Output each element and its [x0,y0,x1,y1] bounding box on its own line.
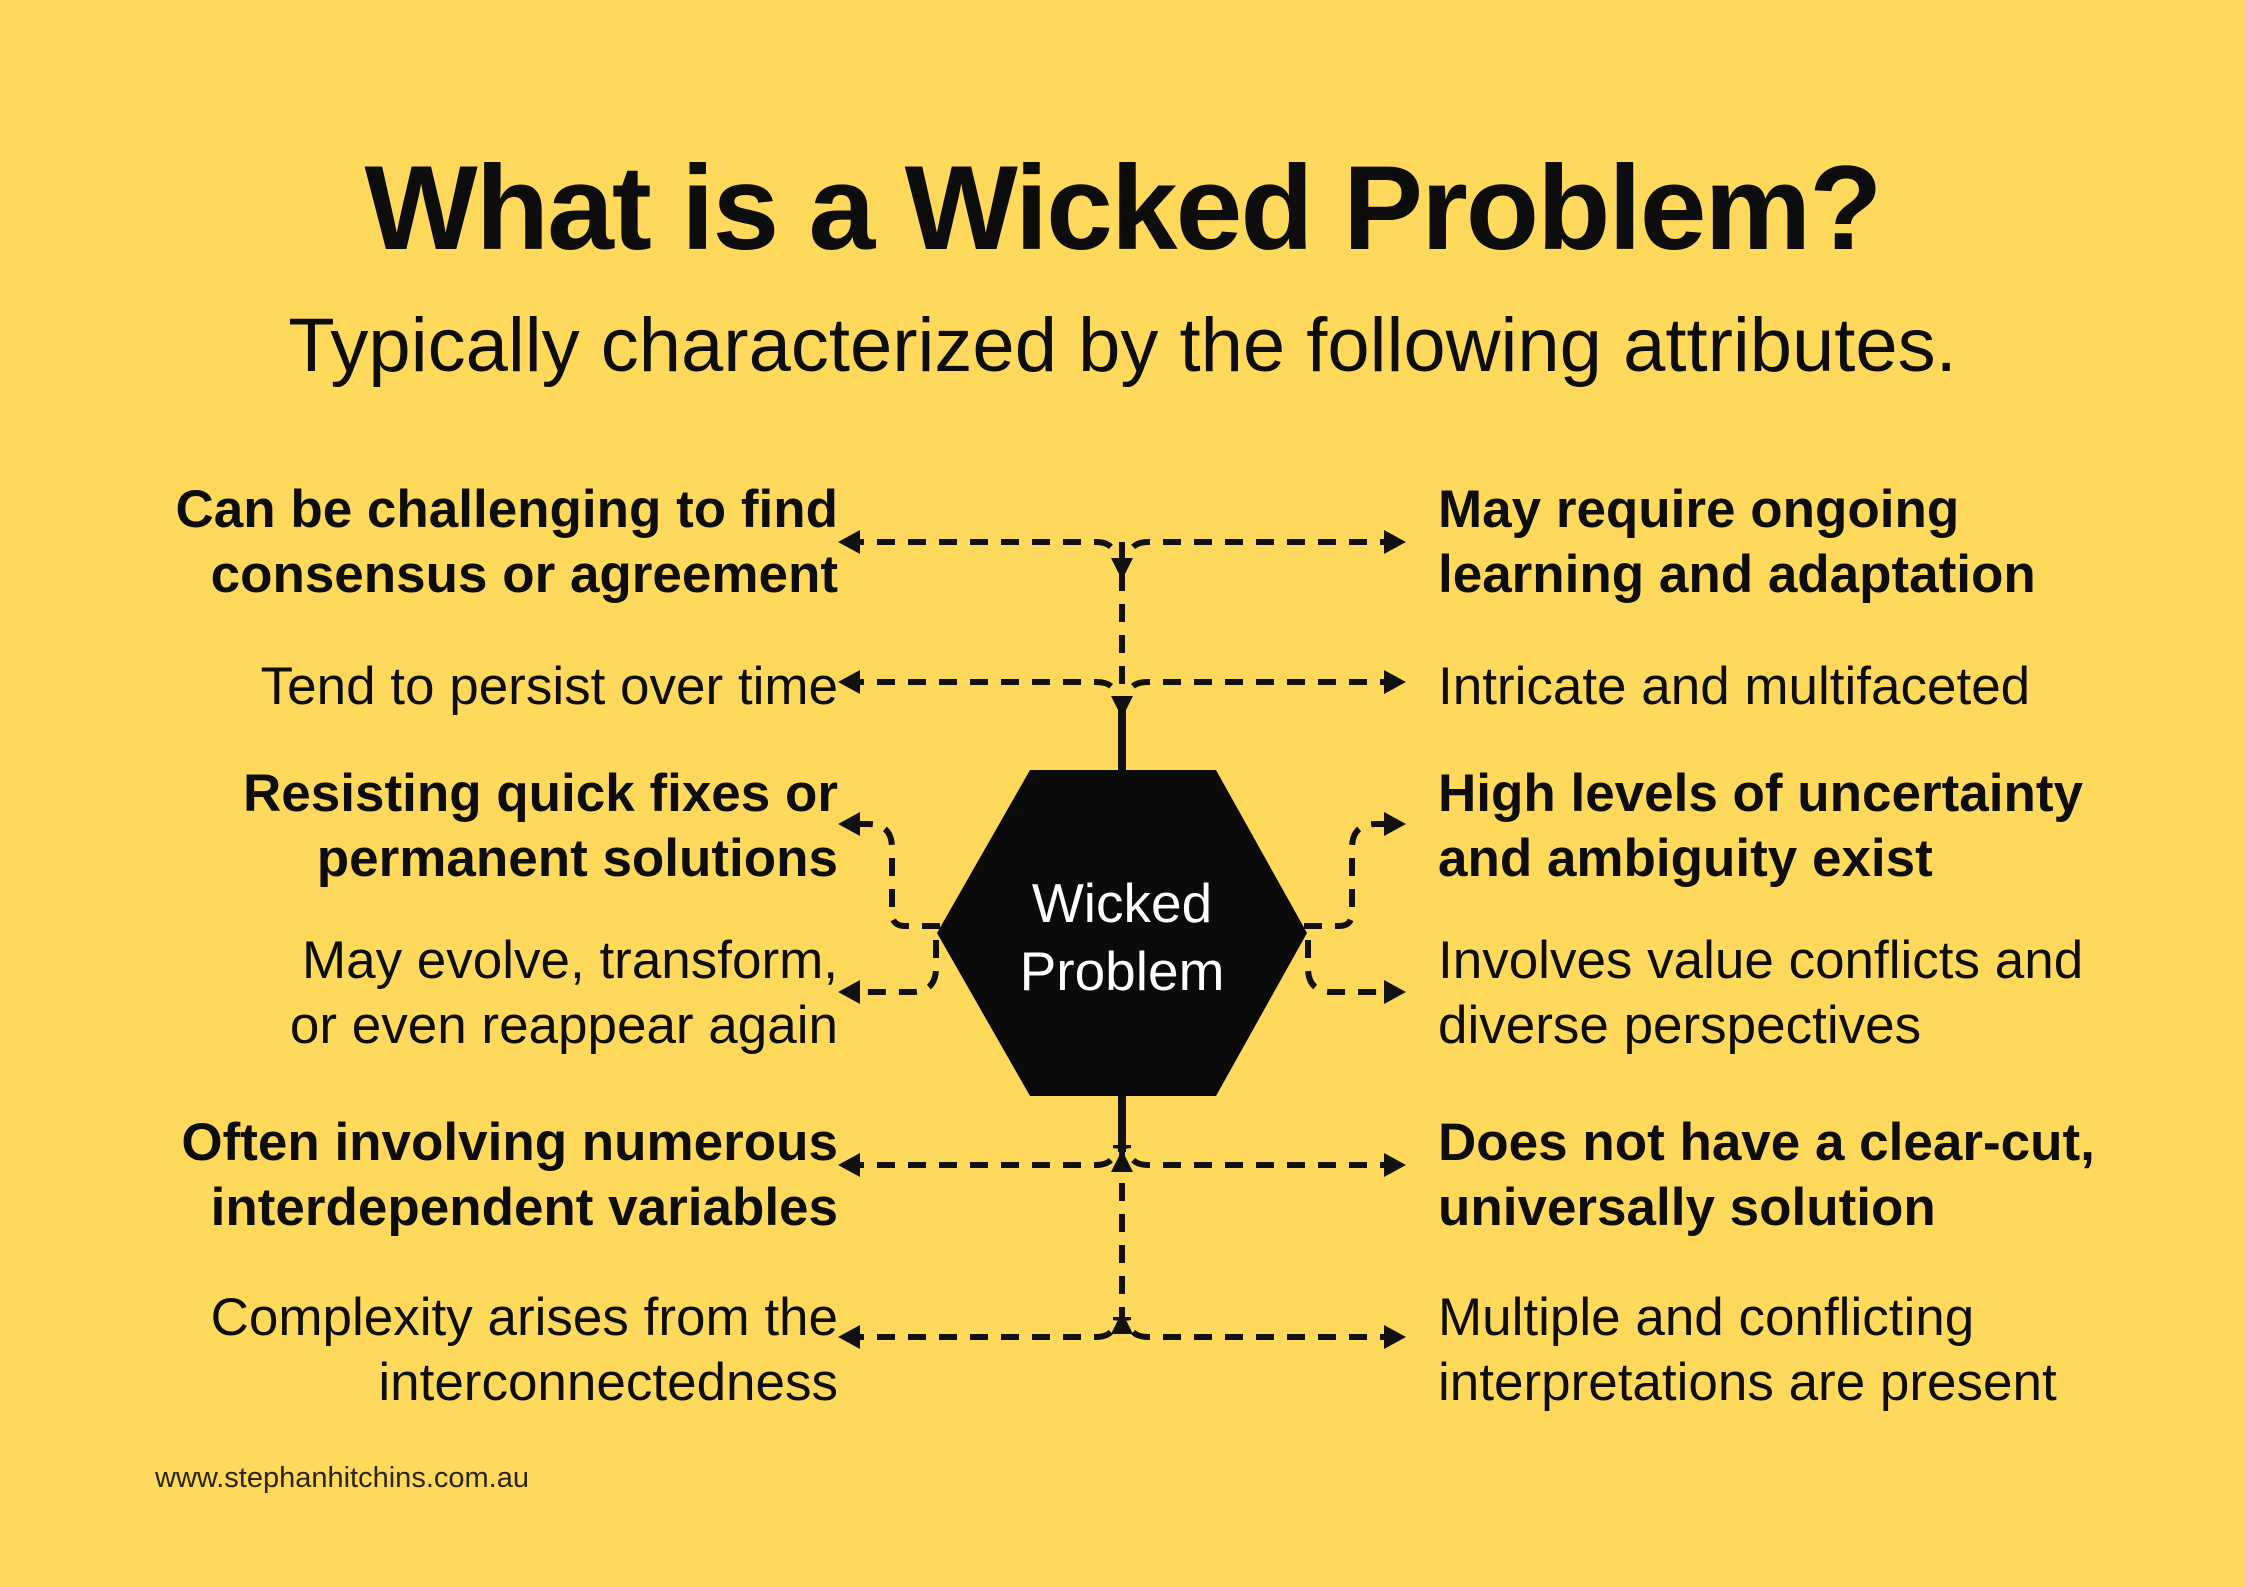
attribute-line: Tend to persist over time [260,657,838,716]
attribute-left-2: Tend to persist over time [130,654,838,719]
page-title: What is a Wicked Problem? [364,141,1883,275]
attribute-line: Resisting quick fixes or [243,764,838,823]
attribute-line: Complexity arises from the [210,1288,838,1347]
branch-row2-left [846,679,1119,699]
branch-row5-left [846,1144,1119,1168]
attribute-line: May evolve, transform, [301,931,838,990]
attribute-line: and ambiguity exist [1438,829,1933,888]
attribute-line: Intricate and multifaceted [1438,657,2031,716]
hexagon-label-line1: Wicked [1032,872,1212,934]
attribute-line: Multiple and conflicting [1438,1288,1975,1347]
attribute-line: universally solution [1438,1178,1936,1237]
attribute-line: High levels of uncertainty [1438,764,2083,823]
branch-row3-left [848,821,940,929]
branch-row4-right [1305,940,1396,995]
hexagon-label-line2: Problem [1020,940,1225,1002]
attribute-left-6: Complexity arises from the interconnecte… [130,1285,838,1415]
branch-row3-right [1304,821,1396,929]
branch-row4-left [848,940,939,995]
attribute-right-4: Involves value conflicts and diverse per… [1438,928,2198,1058]
hexagon-shape [937,770,1307,1096]
attribute-line: Involves value conflicts and [1438,931,2084,990]
page-subtitle: Typically characterized by the following… [288,303,1957,388]
attribute-right-3: High levels of uncertainty and ambiguity… [1438,761,2198,891]
attribute-left-4: May evolve, transform, or even reappear … [130,928,838,1058]
arrowheads [838,530,1406,1349]
branch-row5-right [1125,1144,1398,1168]
branch-row6-right [1125,1316,1398,1340]
attribute-line: May require ongoing [1438,480,1960,539]
attribute-left-3: Resisting quick fixes or permanent solut… [130,761,838,891]
attribute-line: consensus or agreement [210,545,838,604]
attribute-line: diverse perspectives [1438,996,1922,1055]
attribute-line: or even reappear again [289,996,838,1055]
attribute-line: interdependent variables [210,1178,838,1237]
attribute-line: Can be challenging to find [175,480,839,539]
attribute-right-1: May require ongoing learning and adaptat… [1438,477,2198,607]
attribute-left-5: Often involving numerous interdependent … [130,1110,838,1240]
attribute-right-5: Does not have a clear-cut, universally s… [1438,1110,2198,1240]
branch-row6-left [846,1316,1119,1340]
attribute-line: Does not have a clear-cut, [1438,1113,2095,1172]
attribute-left-1: Can be challenging to find consensus or … [130,477,839,607]
attribute-line: permanent solutions [316,829,838,888]
branch-row2-right [1125,679,1398,699]
attribute-line: interconnectedness [378,1353,838,1412]
attribute-right-6: Multiple and conflicting interpretations… [1438,1285,2198,1415]
attribute-line: Often involving numerous [181,1113,838,1172]
attribute-line: interpretations are present [1438,1353,2057,1412]
attribute-right-2: Intricate and multifaceted [1438,654,2198,719]
website-url: www.stephanhitchins.com.au [155,1462,529,1494]
branch-row1-left [846,539,1119,563]
attribute-line: learning and adaptation [1438,545,2036,604]
branch-row1-right [1125,539,1398,563]
